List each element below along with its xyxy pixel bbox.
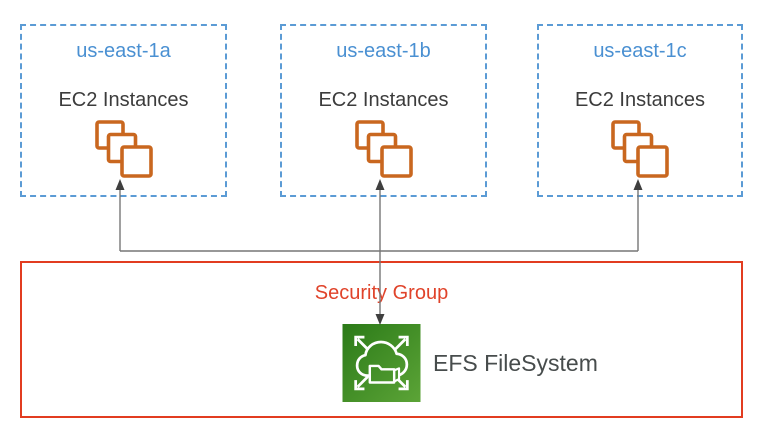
ec2-instances-label: EC2 Instances	[574, 89, 706, 111]
efs-filesystem-icon	[342, 324, 421, 402]
ec2-instances-icon	[94, 120, 153, 178]
ec2-instances-label: EC2 Instances	[58, 89, 189, 111]
security-group-label: Security Group	[314, 282, 449, 304]
availability-zone-box-us-east-1b: us-east-1b EC2 Instances	[280, 24, 487, 197]
cloud-icon	[355, 340, 409, 378]
availability-zone-box-us-east-1c: us-east-1c EC2 Instances	[537, 24, 743, 197]
folder-icon	[368, 364, 396, 384]
outward-arrows-icon	[354, 335, 409, 391]
az-title: us-east-1c	[593, 40, 687, 62]
az-title: us-east-1b	[336, 40, 431, 62]
az-title: us-east-1a	[76, 40, 171, 62]
availability-zone-box-us-east-1a: us-east-1a EC2 Instances	[20, 24, 227, 197]
ec2-instances-label: EC2 Instances	[318, 89, 449, 111]
ec2-instances-icon	[611, 120, 669, 178]
efs-filesystem-label: EFS FileSystem	[433, 350, 598, 376]
security-group-box	[20, 261, 743, 418]
ec2-instances-icon	[354, 120, 413, 178]
